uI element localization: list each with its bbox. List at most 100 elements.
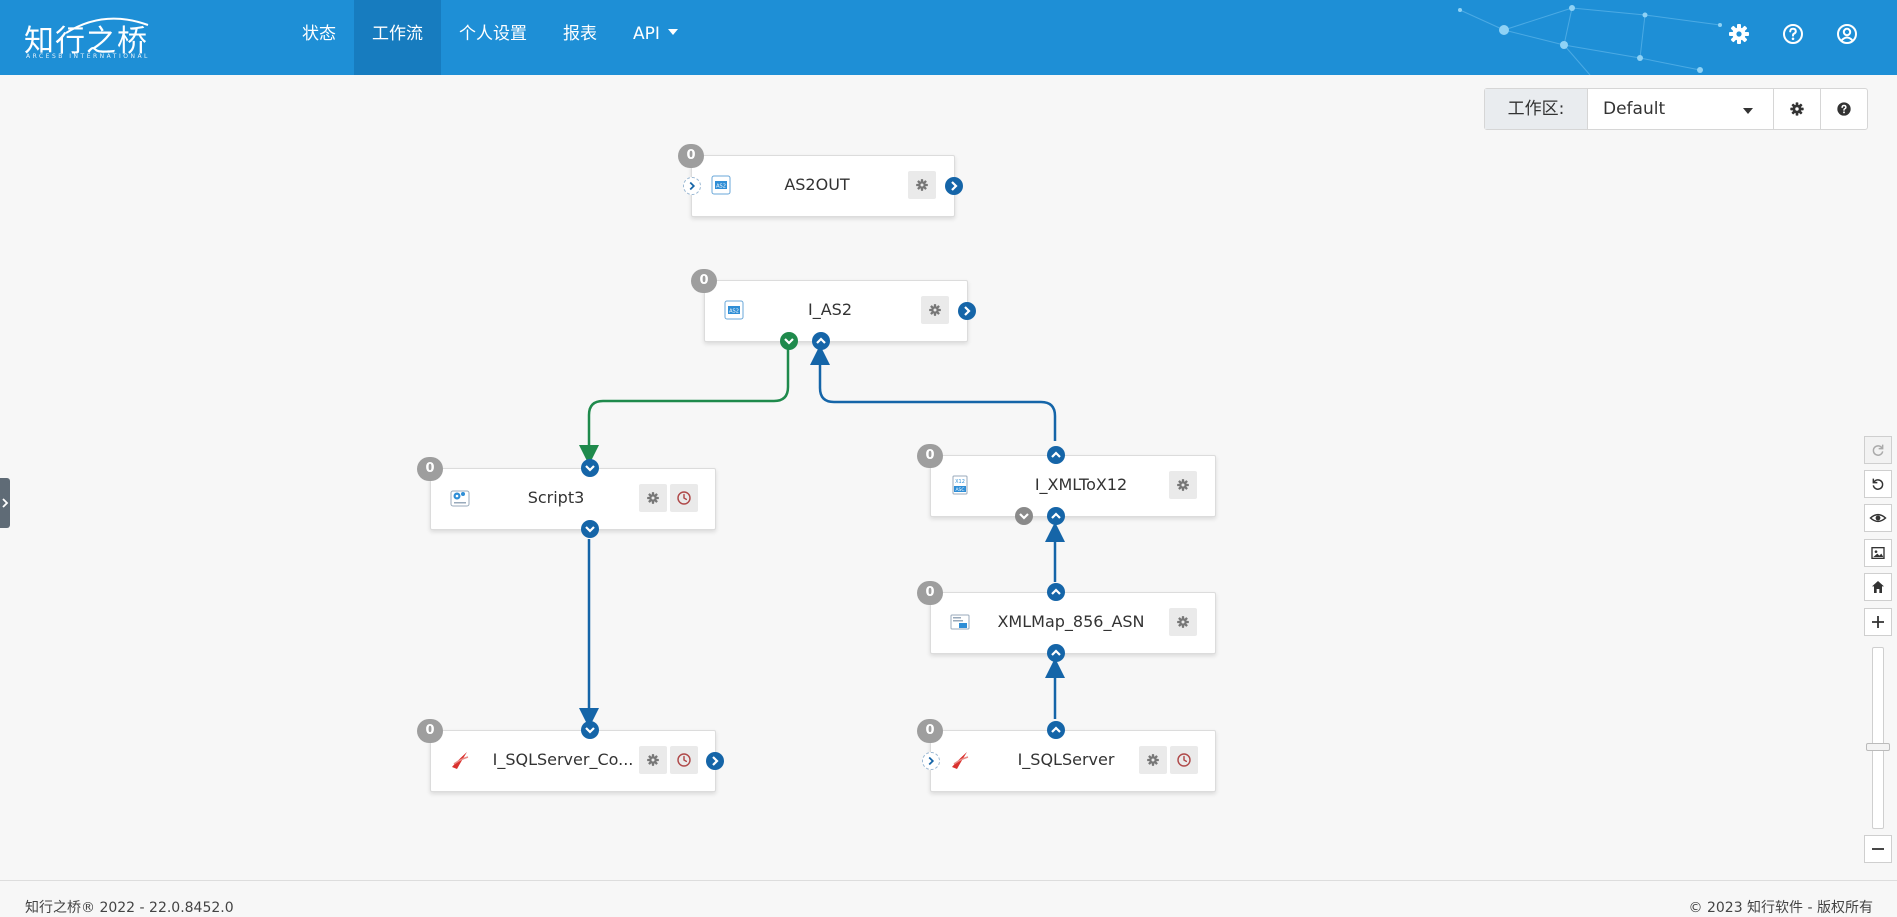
- node-schedule-button[interactable]: [1170, 746, 1198, 774]
- workspace-selected: Default: [1603, 99, 1666, 119]
- gear-icon[interactable]: [1727, 22, 1751, 46]
- workspace-selector: 工作区: Default: [1484, 88, 1868, 130]
- x12-connector-icon: X12 ASC: [952, 475, 968, 495]
- workflow-node-i-as2[interactable]: 0 AS2 I_AS2: [691, 269, 976, 350]
- user-icon[interactable]: [1835, 22, 1859, 46]
- chevron-down-icon: [1743, 108, 1753, 114]
- chevron-down-icon: [585, 727, 595, 734]
- chevron-down-icon: [784, 338, 794, 345]
- svg-text:X12: X12: [955, 479, 965, 485]
- gear-icon: [916, 179, 928, 191]
- clock-icon: [677, 491, 691, 505]
- input-port[interactable]: [683, 177, 701, 195]
- input-port[interactable]: [812, 332, 830, 350]
- logo-arc: [65, 17, 149, 34]
- chevron-right-icon: [964, 306, 971, 316]
- brand-subtitle: ARCESB INTERNATIONAL: [26, 53, 150, 60]
- input-port[interactable]: [1047, 507, 1065, 525]
- clock-icon: [677, 753, 691, 767]
- node-settings-button[interactable]: [908, 171, 936, 199]
- zoom-slider-handle[interactable]: [1866, 743, 1890, 751]
- chevron-up-icon: [1051, 726, 1061, 733]
- output-port[interactable]: [945, 177, 963, 195]
- chevron-right-icon: [928, 756, 935, 766]
- chevron-right-icon: [689, 181, 696, 191]
- message-count-badge: 0: [678, 144, 704, 168]
- zoom-in-button[interactable]: [1864, 608, 1892, 636]
- gear-icon: [647, 754, 659, 766]
- node-settings-button[interactable]: [921, 296, 949, 324]
- brand-logo[interactable]: 知行之桥 ARCESB INTERNATIONAL: [24, 12, 154, 62]
- node-schedule-button[interactable]: [670, 484, 698, 512]
- node-label: I_AS2: [808, 300, 852, 319]
- zoom-slider[interactable]: [1872, 647, 1884, 829]
- input-port[interactable]: [581, 721, 599, 739]
- input-port[interactable]: [922, 752, 940, 770]
- message-count-badge: 0: [917, 444, 943, 468]
- nav-api-label: API: [633, 24, 660, 44]
- workflow-node-i-xmltox12[interactable]: 0 X12 ASC I_XMLToX12: [917, 444, 1216, 525]
- side-panel-toggle[interactable]: [0, 478, 10, 528]
- main-nav: 状态 工作流 个人设置 报表 API: [284, 0, 696, 75]
- node-settings-button[interactable]: [1169, 608, 1197, 636]
- nav-status[interactable]: 状态: [302, 24, 336, 44]
- header-icons: [1727, 22, 1859, 46]
- output-port[interactable]: [581, 520, 599, 538]
- node-settings-button[interactable]: [639, 746, 667, 774]
- as2-connector-icon: AS2: [724, 300, 744, 320]
- input-port[interactable]: [1047, 644, 1065, 662]
- node-settings-button[interactable]: [1169, 471, 1197, 499]
- network-decoration: [1458, 5, 1722, 75]
- brand-name: 知行之桥: [24, 24, 148, 59]
- undo-button[interactable]: [1864, 470, 1892, 498]
- workflow-node-as2out[interactable]: 0 AS2 AS2OUT: [678, 144, 963, 217]
- workspace-settings-button[interactable]: [1774, 89, 1820, 129]
- chevron-down-icon: [585, 465, 595, 472]
- gear-icon: [1177, 616, 1189, 628]
- nav-api[interactable]: API: [615, 0, 696, 75]
- workspace-help-button[interactable]: [1820, 89, 1867, 129]
- message-count-badge: 0: [691, 269, 717, 293]
- redo-icon: [1872, 444, 1884, 456]
- workflow-node-i-sqlserver-co[interactable]: 0 I_SQLServer_Co...: [417, 719, 724, 792]
- success-output-port[interactable]: [780, 332, 798, 350]
- node-settings-button[interactable]: [639, 484, 667, 512]
- node-label: AS2OUT: [784, 175, 850, 194]
- output-port[interactable]: [1047, 583, 1065, 601]
- workflow-node-xmlmap-856-asn[interactable]: 0 XMLMap_856_ASN: [917, 581, 1216, 662]
- redo-button[interactable]: [1864, 436, 1892, 464]
- preview-button[interactable]: [1864, 504, 1892, 532]
- gear-icon: [1147, 754, 1159, 766]
- footer: 知行之桥® 2022 - 22.0.8452.0 © 2023 知行软件 - 版…: [0, 880, 1897, 917]
- chevron-up-icon: [1051, 649, 1061, 656]
- message-count-badge: 0: [417, 457, 443, 481]
- workflow-node-i-sqlserver[interactable]: 0 I_SQLServer: [917, 719, 1216, 792]
- workflow-canvas[interactable]: 0 AS2 AS2OUT 0 AS2 I_AS2: [0, 75, 1897, 880]
- error-output-port[interactable]: [1015, 507, 1033, 525]
- chevron-up-icon: [1051, 588, 1061, 595]
- svg-text:AS2: AS2: [716, 184, 726, 190]
- output-port[interactable]: [706, 752, 724, 770]
- output-port[interactable]: [1047, 721, 1065, 739]
- zoom-out-button[interactable]: [1864, 835, 1892, 863]
- nav-workflow[interactable]: 工作流: [354, 0, 441, 75]
- as2-connector-icon: AS2: [711, 175, 731, 195]
- workflow-node-script3[interactable]: 0 Script3: [417, 457, 716, 538]
- home-button[interactable]: [1864, 573, 1892, 601]
- node-schedule-button[interactable]: [670, 746, 698, 774]
- nav-reports[interactable]: 报表: [563, 24, 597, 44]
- svg-text:AS2: AS2: [729, 309, 739, 315]
- node-settings-button[interactable]: [1139, 746, 1167, 774]
- nav-personal-settings[interactable]: 个人设置: [459, 24, 527, 44]
- chevron-right-icon: [2, 498, 9, 508]
- help-icon[interactable]: [1781, 22, 1805, 46]
- workflow-connections: [579, 344, 1065, 728]
- message-count-badge: 0: [917, 581, 943, 605]
- output-port[interactable]: [958, 302, 976, 320]
- version-text: 知行之桥® 2022 - 22.0.8452.0: [25, 900, 234, 916]
- minimap-button[interactable]: [1864, 539, 1892, 567]
- svg-text:ASC: ASC: [955, 487, 964, 493]
- input-port[interactable]: [581, 459, 599, 477]
- workspace-dropdown[interactable]: Default: [1588, 89, 1774, 129]
- output-port[interactable]: [1047, 446, 1065, 464]
